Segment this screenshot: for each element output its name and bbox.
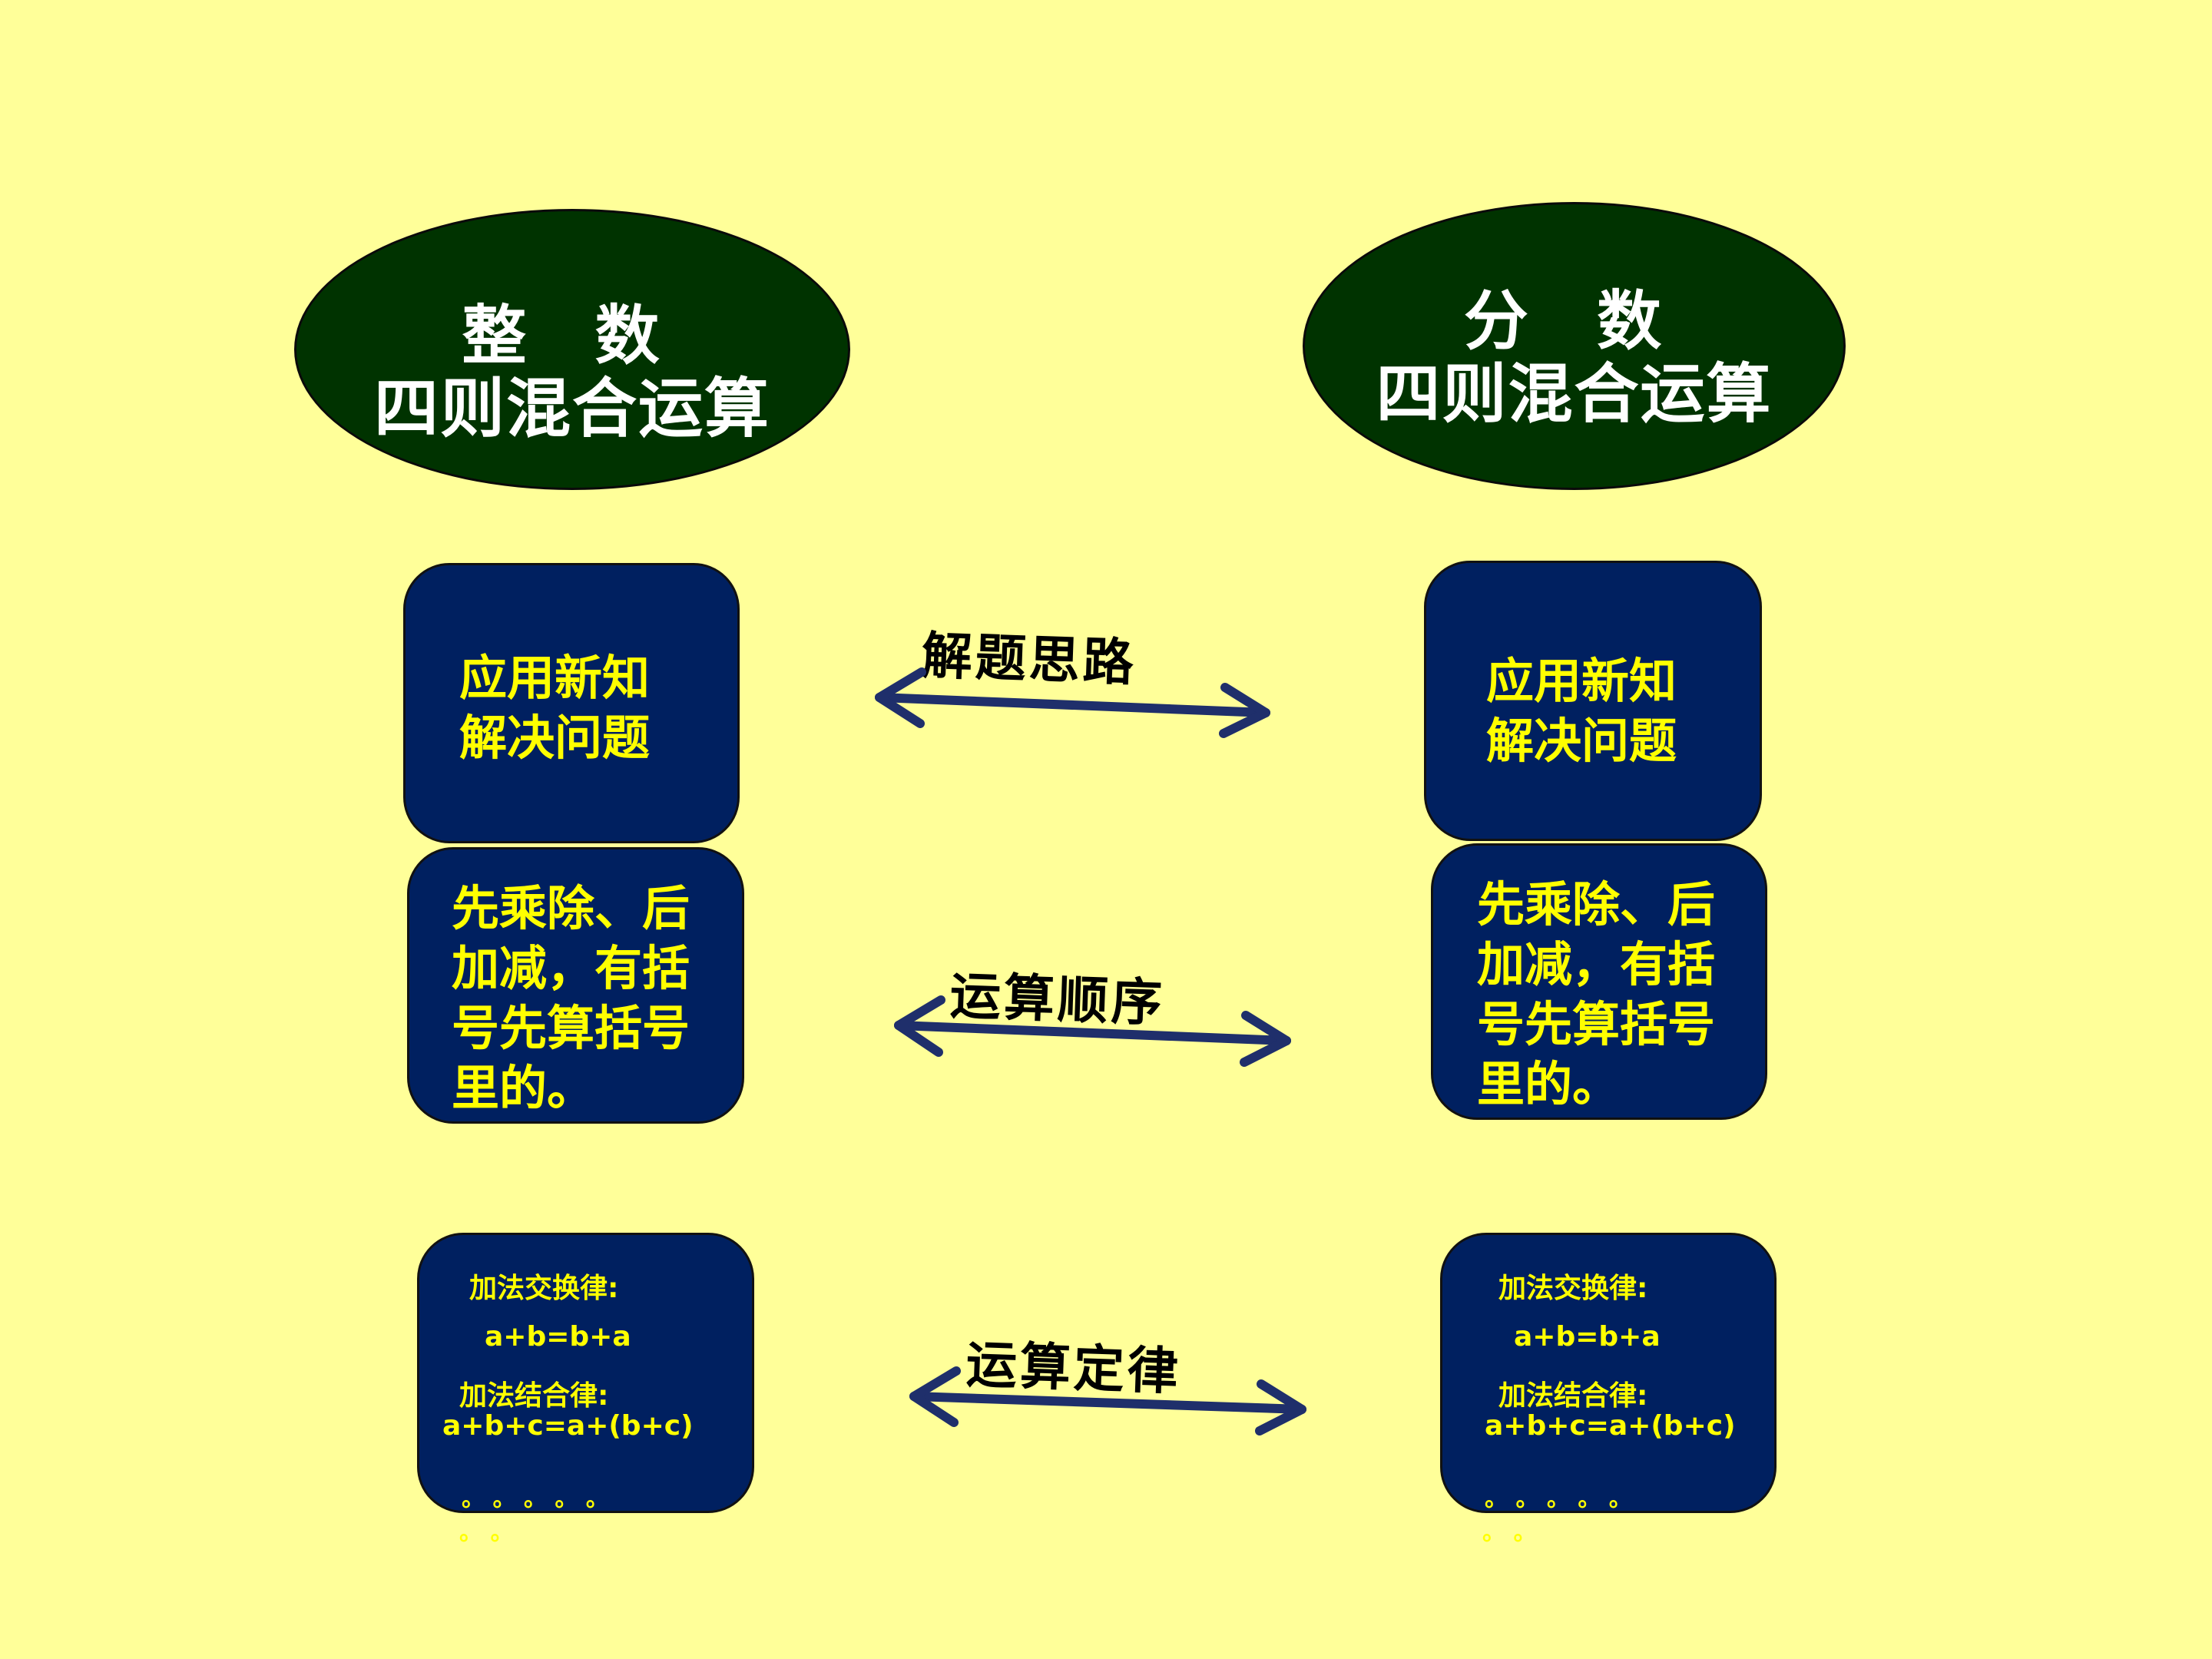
left-rule2-formula: a+b+c=a+(b+c) [442,1410,694,1442]
right-operation-laws-box: 加法交换律: a+b=b+a 加法结合律: a+b+c=a+(b+c) 。 。 … [1440,1233,1777,1513]
right-apply-knowledge-box: 应用新知 解决问题 [1424,561,1762,841]
right-operation-order-text: 先乘除、后 加减，有括 号先算括号 里的。 [1477,876,1716,1112]
fraction-subtitle: 四则混合运算 [1376,356,1773,432]
right-rule1-title: 加法交换律: [1498,1273,1648,1304]
right-rule2-title: 加法结合律: [1498,1380,1648,1412]
right-rule1-formula: a+b=b+a [1514,1321,1661,1353]
right-operation-order-box: 先乘除、后 加减，有括 号先算括号 里的。 [1431,843,1767,1120]
right-apply-knowledge-text: 应用新知 解决问题 [1486,653,1677,769]
right-ellipsis-overflow: 。 。 [1482,1519,1537,1546]
left-operation-order-box: 先乘除、后 加减，有括 号先算括号 里的。 [407,847,744,1124]
right-rule2-formula: a+b+c=a+(b+c) [1485,1410,1736,1442]
left-ellipsis: 。 。 。 。 。 [462,1485,609,1512]
operation-laws-double-arrow-icon [909,1366,1306,1435]
left-ellipsis-overflow: 。 。 [459,1519,514,1546]
integer-operations-ellipse: 整 数 四则混合运算 [294,209,850,490]
solving-approach-double-arrow-icon [875,667,1270,738]
left-operation-laws-box: 加法交换律: a+b=b+a 加法结合律: a+b+c=a+(b+c) 。 。 … [417,1233,754,1513]
operation-order-double-arrow-icon [894,995,1291,1067]
fraction-title: 分 数 [1463,283,1685,359]
integer-title: 整 数 [462,297,683,373]
left-rule1-title: 加法交换律: [469,1273,619,1304]
left-rule1-formula: a+b=b+a [485,1321,631,1353]
left-rule2-title: 加法结合律: [459,1380,609,1412]
right-ellipsis: 。 。 。 。 。 [1485,1485,1632,1512]
left-apply-knowledge-text: 应用新知 解决问题 [459,650,651,766]
left-operation-order-text: 先乘除、后 加减，有括 号先算括号 里的。 [452,880,690,1116]
left-apply-knowledge-box: 应用新知 解决问题 [403,563,740,843]
fraction-operations-ellipse: 分 数 四则混合运算 [1303,202,1846,490]
integer-subtitle: 四则混合运算 [373,370,770,446]
